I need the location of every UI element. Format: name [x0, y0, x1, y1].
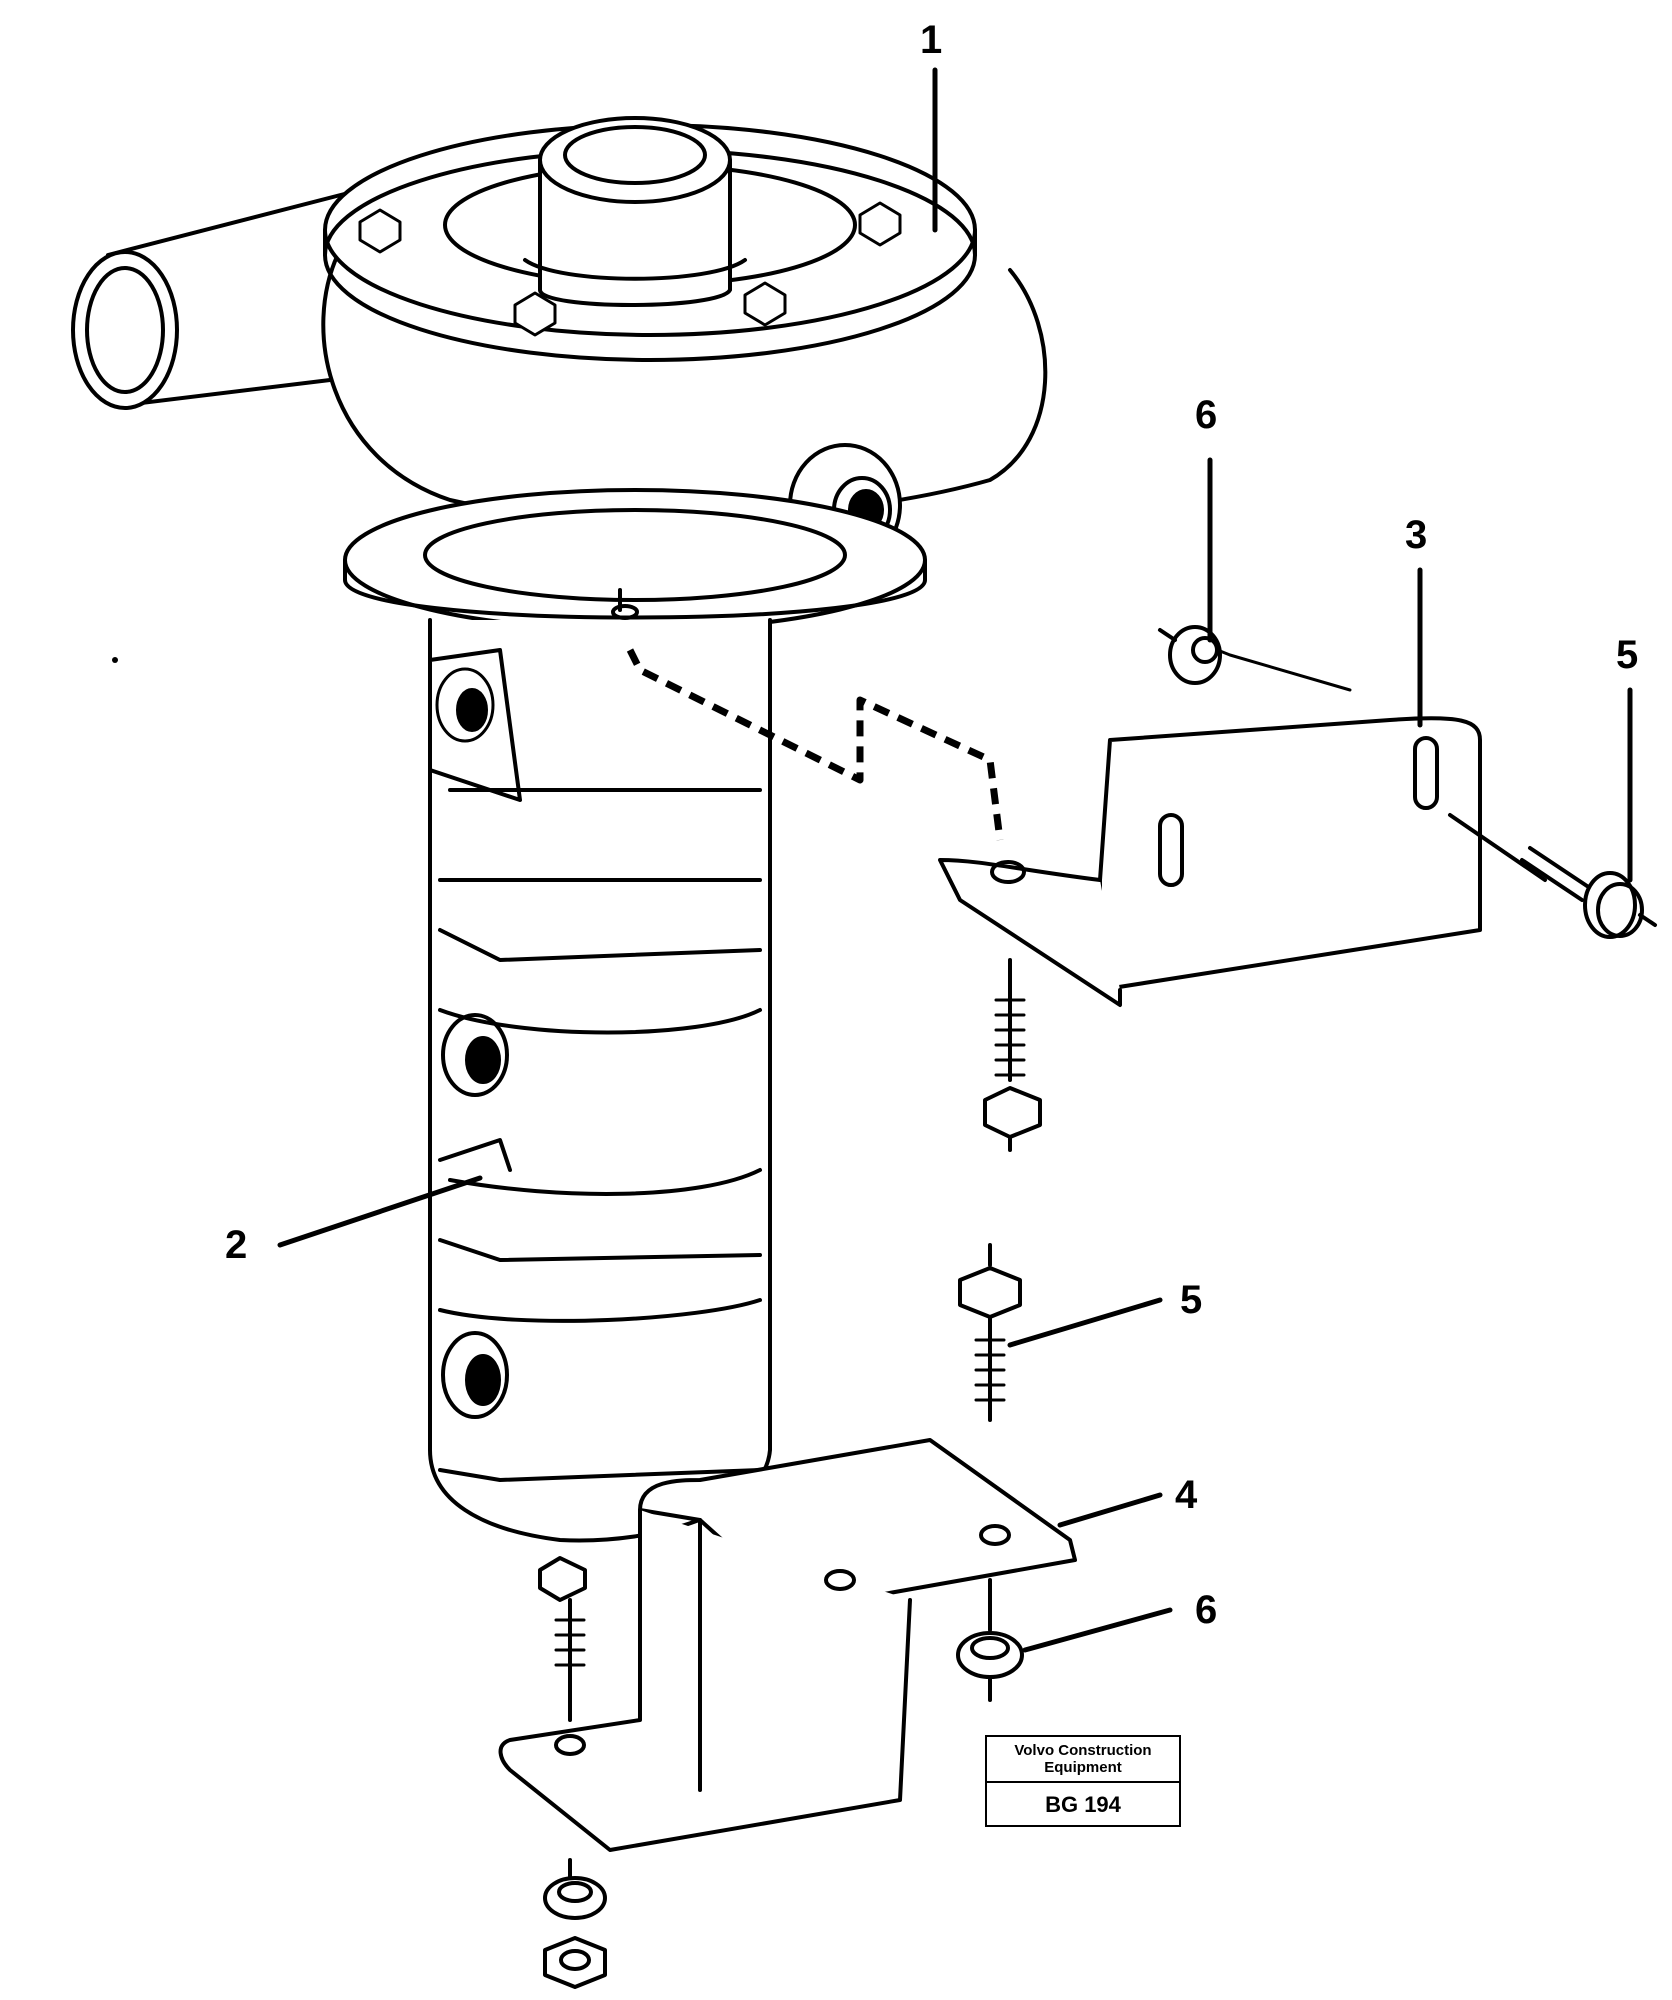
callout-4: 4	[1175, 1473, 1198, 1517]
leader-lines	[277, 67, 1633, 1653]
bolt-5-lower	[958, 1243, 1022, 1422]
lower-bracket	[498, 1438, 1077, 1852]
nut-6-upper	[1158, 625, 1222, 685]
callout-5-upper: 5	[1616, 633, 1639, 677]
stamp-line2: Equipment	[1044, 1759, 1122, 1776]
nut-6-lower	[956, 1578, 1024, 1702]
flange-bolts	[358, 201, 902, 337]
valve-body	[428, 618, 772, 1602]
stamp-code: BG 194	[1045, 1792, 1121, 1817]
stamp-company: Volvo Construction Equipment	[987, 1737, 1179, 1783]
callout-6-lower: 6	[1195, 1588, 1218, 1632]
callout-3: 3	[1405, 513, 1428, 557]
bolt-5-upper	[1448, 813, 1657, 939]
upper-bracket	[938, 643, 1482, 1007]
pump-housing	[71, 116, 1048, 632]
callout-6-upper: 6	[1195, 393, 1218, 437]
bolt-and-nuts-lower-left	[543, 1598, 607, 1989]
stamp-line1: Volvo Construction	[1014, 1742, 1152, 1759]
callout-1: 1	[920, 18, 943, 62]
volvo-stamp: Volvo Construction Equipment BG 194	[985, 1735, 1181, 1827]
assembly-dashed-line	[626, 648, 1004, 841]
callout-2: 2	[225, 1223, 248, 1267]
callout-5-lower: 5	[1180, 1278, 1203, 1322]
bolt-vertical-mid	[983, 958, 1042, 1152]
